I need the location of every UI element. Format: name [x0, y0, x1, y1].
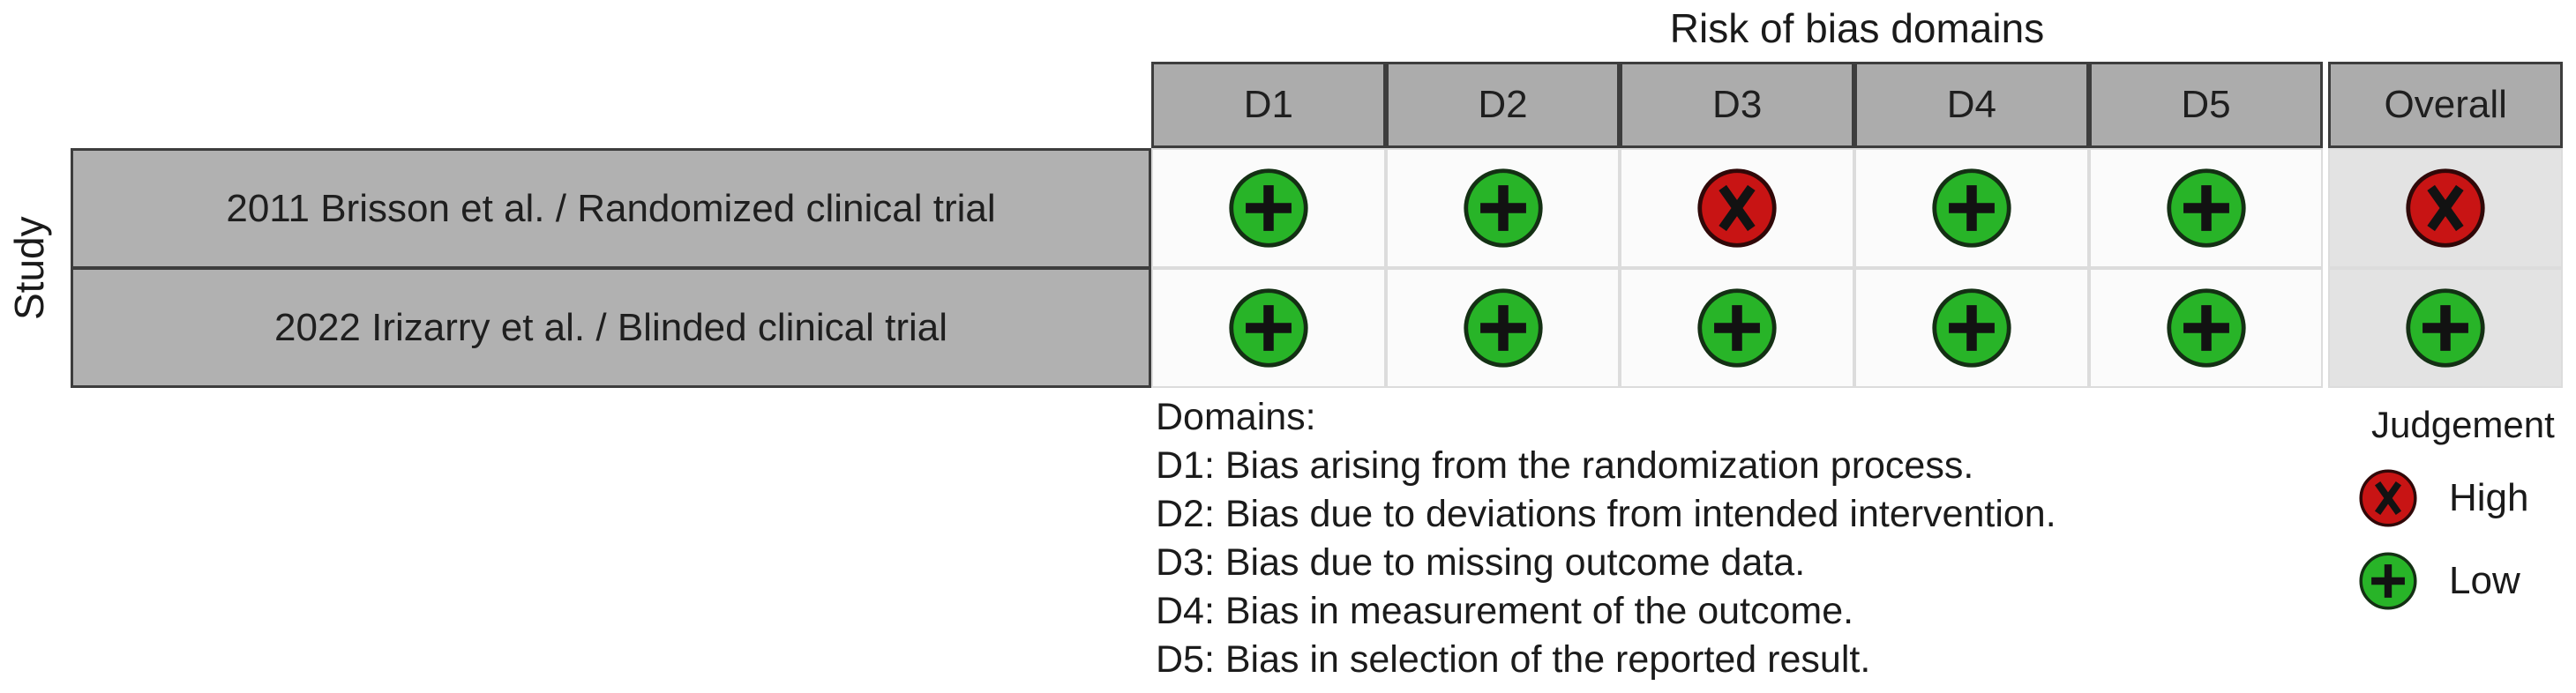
judgement-cell-d2-low — [1385, 268, 1621, 388]
figure-title: Risk of bias domains — [1669, 5, 2045, 51]
judgement-matrix — [1151, 148, 2564, 388]
study-label: 2022 Irizarry et al. / Blinded clinical … — [73, 266, 1149, 385]
low-risk-icon — [2166, 288, 2246, 368]
low-risk-icon — [1229, 168, 1308, 248]
judgement-cell-d4-low — [1854, 268, 2089, 388]
domain-header-d3: D3 — [1620, 62, 1855, 148]
high-risk-icon — [2359, 469, 2417, 527]
judgement-cell-d3-high — [1620, 148, 1855, 268]
judgement-cell-d2-low — [1385, 148, 1621, 268]
matrix-row — [1151, 268, 2564, 388]
judgement-cell-d1-low — [1151, 268, 1386, 388]
footnote-domain-line: D3: Bias due to missing outcome data. — [1156, 541, 1806, 584]
judgement-cell-d5-low — [2088, 148, 2324, 268]
low-risk-icon — [2406, 288, 2485, 368]
study-label-column: 2011 Brisson et al. / Randomized clinica… — [71, 148, 1151, 388]
low-risk-icon — [2166, 168, 2246, 248]
domain-header-overall: Overall — [2328, 62, 2564, 148]
footnote-domain-line: D2: Bias due to deviations from intended… — [1156, 493, 2056, 535]
domain-header-d4: D4 — [1854, 62, 2089, 148]
judgement-cell-d3-low — [1620, 268, 1855, 388]
low-risk-icon — [1932, 288, 2011, 368]
domains-footnote: Domains: D1: Bias arising from the rando… — [1156, 393, 2056, 684]
low-risk-icon — [1932, 168, 2011, 248]
footnote-domain-line: D5: Bias in selection of the reported re… — [1156, 638, 1871, 681]
y-axis-label: Study — [6, 216, 52, 320]
legend-label: Low — [2449, 559, 2520, 602]
domain-header-d2: D2 — [1385, 62, 1621, 148]
high-risk-icon — [1697, 168, 1777, 248]
low-risk-icon — [1463, 168, 1543, 248]
judgement-cell-overall-low — [2328, 268, 2564, 388]
legend-entry-high: High — [2357, 467, 2555, 529]
study-label: 2011 Brisson et al. / Randomized clinica… — [73, 151, 1149, 266]
high-risk-icon — [2406, 168, 2485, 248]
footnote-domain-line: D1: Bias arising from the randomization … — [1156, 444, 1974, 487]
judgement-cell-d5-low — [2088, 268, 2324, 388]
legend-title: Judgement — [2371, 404, 2555, 445]
judgement-cell-overall-high — [2328, 148, 2564, 268]
legend-entry-low: Low — [2357, 550, 2555, 612]
low-risk-icon — [2359, 552, 2417, 610]
domain-header-d5: D5 — [2088, 62, 2324, 148]
footnote-domain-line: D4: Bias in measurement of the outcome. — [1156, 590, 1854, 632]
judgement-cell-d1-low — [1151, 148, 1386, 268]
footnote-heading: Domains: — [1156, 396, 1316, 438]
domain-header-d1: D1 — [1151, 62, 1386, 148]
low-risk-icon — [1697, 288, 1777, 368]
matrix-row — [1151, 148, 2564, 268]
low-risk-icon — [1229, 288, 1308, 368]
low-risk-icon — [1463, 288, 1543, 368]
judgement-cell-d4-low — [1854, 148, 2089, 268]
legend-label: High — [2449, 476, 2529, 519]
